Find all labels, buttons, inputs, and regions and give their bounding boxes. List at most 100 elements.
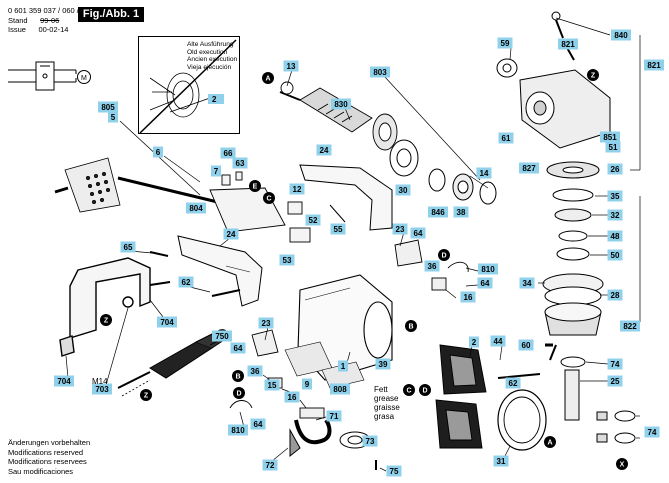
part-callout: 14 [476,167,492,179]
part-callout-label: 16 [464,293,473,302]
part-callout: 39 [375,358,391,370]
part-callout: 5 [108,111,118,123]
part-callout-label: 827 [522,164,536,173]
part-callout: 75 [386,465,402,477]
part-callout: 2 [469,336,479,348]
part-callout: 66 [220,147,236,159]
part-callout-label: 808 [333,385,347,394]
part-callout-label: 51 [609,143,618,152]
brush-holder-right [394,239,469,291]
part-callout-label: 59 [501,39,510,48]
part-callout-label: 23 [262,319,271,328]
part-callout-label: 821 [647,61,661,70]
part-callout-label: 25 [611,377,620,386]
part-callout-label: 9 [305,380,310,389]
reference-marker-circle [403,384,415,396]
part-callout-bg [498,132,514,144]
reference-marker: Z [100,314,112,326]
part-callout-bg [497,37,513,49]
part-callout: 64 [477,277,493,289]
reference-marker-circle [232,370,244,382]
grease-plates [284,341,365,389]
reference-marker: Z [587,69,599,81]
reference-marker: D [438,249,450,261]
part-callout-bg [157,316,177,328]
part-callout: 13 [283,60,299,72]
part-callout-bg [607,249,623,261]
part-callout-bg [279,254,295,266]
part-callout-label: 830 [334,100,348,109]
part-callout: 808 [330,383,350,395]
lower-handle [177,235,263,307]
figure-label: Fig./Abb. 1 [78,7,144,22]
part-callout: 750 [212,330,232,342]
reference-marker-circle [616,458,628,470]
part-callout-label: 7 [214,167,219,176]
part-callout-label: 75 [390,467,399,476]
part-callout: 72 [262,459,278,471]
part-callout-label: 60 [522,341,531,350]
part-callout-label: 63 [236,159,245,168]
reference-marker-circle [419,384,431,396]
part-callout: 31 [493,455,509,467]
part-callout-bg [519,162,539,174]
part-callout-label: 50 [611,251,620,260]
part-callout-bg [607,163,623,175]
part-callout-label: 64 [414,229,423,238]
leader-lines [65,17,641,472]
part-callout-label: 61 [502,134,511,143]
wheel-guard [59,257,171,357]
part-callout-label: 704 [160,318,174,327]
part-callout: 50 [607,249,623,261]
part-callout-label: 74 [648,428,657,437]
part-callout: 1 [338,360,348,372]
reference-marker-circle [233,387,245,399]
part-callout: 32 [607,209,623,221]
part-callout: 28 [607,289,623,301]
reference-marker-circle [587,69,599,81]
part-callout-bg [607,190,623,202]
armature [279,81,398,151]
part-callout: 16 [460,291,476,303]
stand-value: 99-06 [40,16,60,25]
part-callout-bg [228,424,248,436]
part-callout-bg [212,330,232,342]
part-callout-bg [330,223,346,235]
part-callout: 61 [498,132,514,144]
part-callout-bg [247,365,263,377]
part-callout-bg [490,335,506,347]
part-callout: 63 [232,157,248,169]
part-callout: 703 [92,383,112,395]
part-callout-label: 810 [481,265,495,274]
part-callout: 804 [186,202,206,214]
part-callout: 35 [607,190,623,202]
power-cord [289,418,377,470]
part-callout-label: 44 [494,337,503,346]
part-callout-bg [98,101,118,113]
reference-marker-circle [262,72,274,84]
reference-marker: C [263,192,275,204]
part-callout-label: 36 [251,367,260,376]
reference-marker: B [405,320,417,332]
reference-marker-label: C [406,388,411,395]
grease-note-line: Fett [374,385,389,394]
part-callout-label: 804 [189,204,203,213]
svg-text:M: M [81,75,87,82]
part-callout: 71 [326,410,342,422]
part-callout-bg [284,391,300,403]
old-execution-ref: 2 [208,94,224,104]
reference-marker-circle [438,249,450,261]
reference-marker-label: B [235,374,240,381]
part-callout-label: 13 [287,62,296,71]
reference-marker-circle [263,192,275,204]
fastener-label: M14 [92,377,108,386]
part-callout-bg [258,317,274,329]
part-callout-bg [220,147,236,159]
reference-marker-circle [140,389,152,401]
part-callout: 9 [302,378,312,390]
part-callout: 26 [607,163,623,175]
part-callout-bg [476,167,492,179]
part-callout-label: 805 [101,103,115,112]
reference-marker: X [616,458,628,470]
